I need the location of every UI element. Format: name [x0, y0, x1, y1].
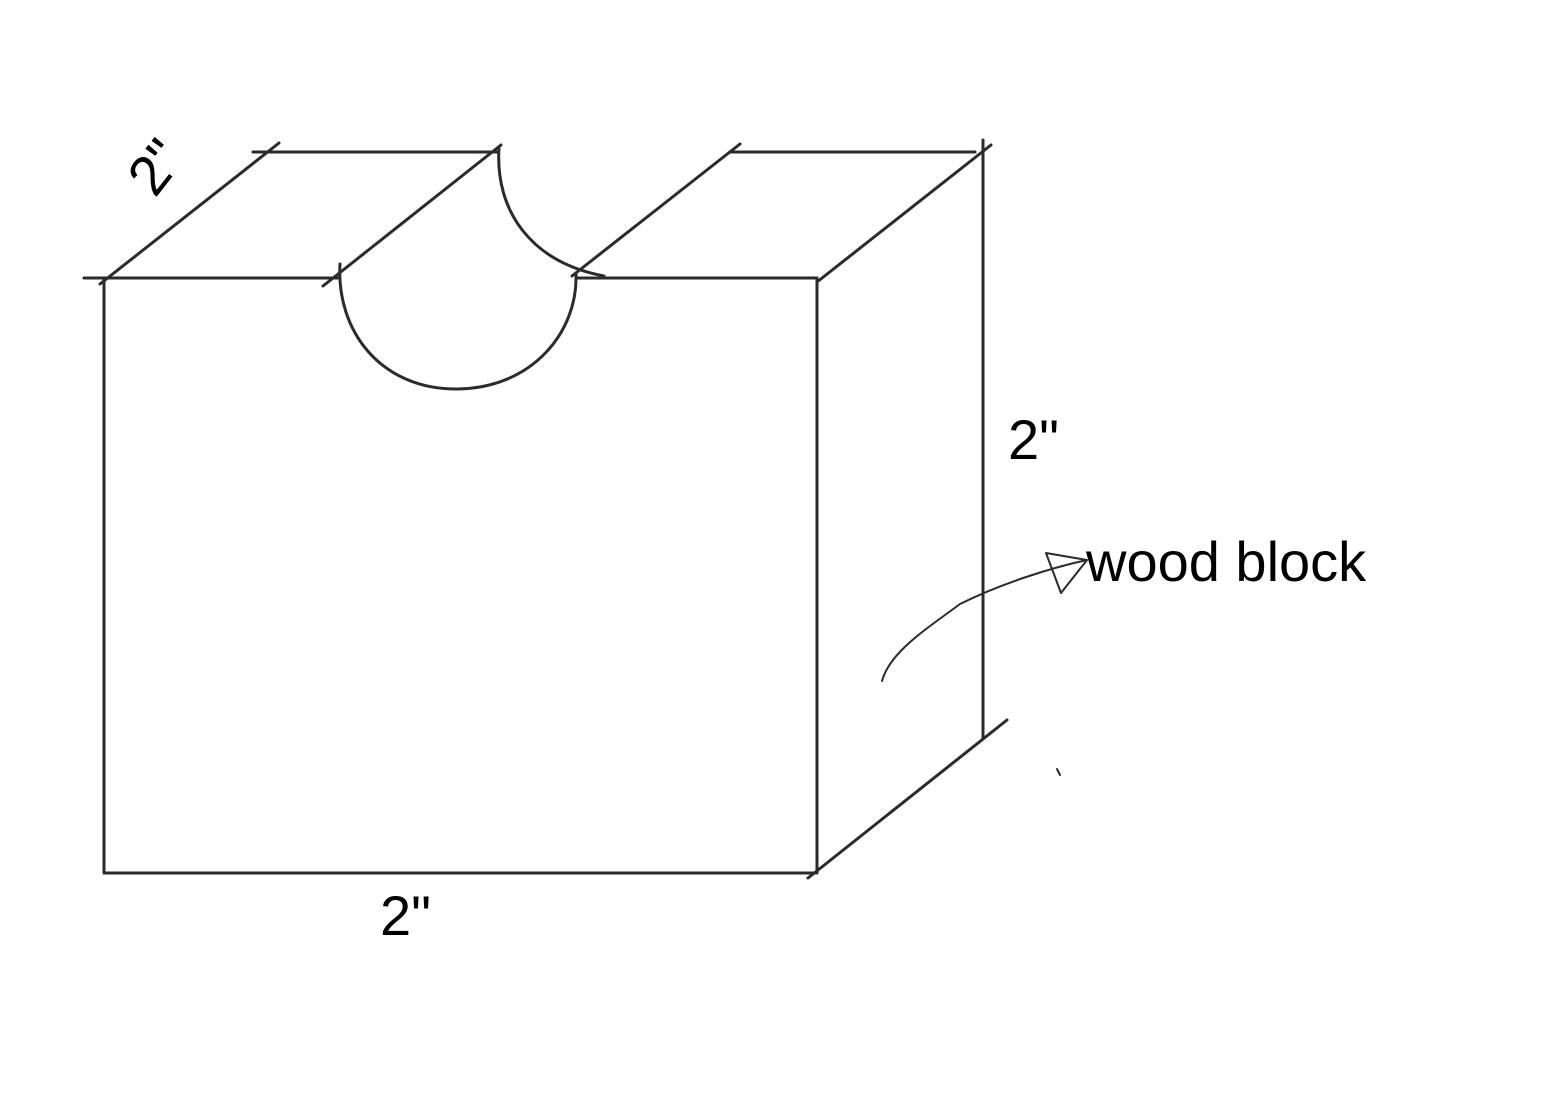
side-face [806, 138, 1009, 880]
top-right-diagonal [815, 143, 993, 284]
wood-block-callout-label: wood block [1086, 530, 1367, 593]
stray-mark [1056, 768, 1061, 776]
back-notch-arc [497, 146, 606, 278]
bottom-right-diagonal [806, 718, 1009, 880]
top-left-diagonal [98, 141, 281, 286]
top-face [98, 141, 993, 288]
top-notch-right-diagonal [570, 142, 742, 278]
top-notch-left-diagonal [321, 143, 503, 288]
front-notch-arc [338, 262, 578, 391]
width-dimension-label: 2" [380, 884, 432, 947]
callout-arrow [881, 552, 1088, 682]
height-dimension-label: 2" [1008, 408, 1060, 471]
arrowhead-icon [1045, 552, 1088, 594]
front-face [82, 262, 819, 875]
